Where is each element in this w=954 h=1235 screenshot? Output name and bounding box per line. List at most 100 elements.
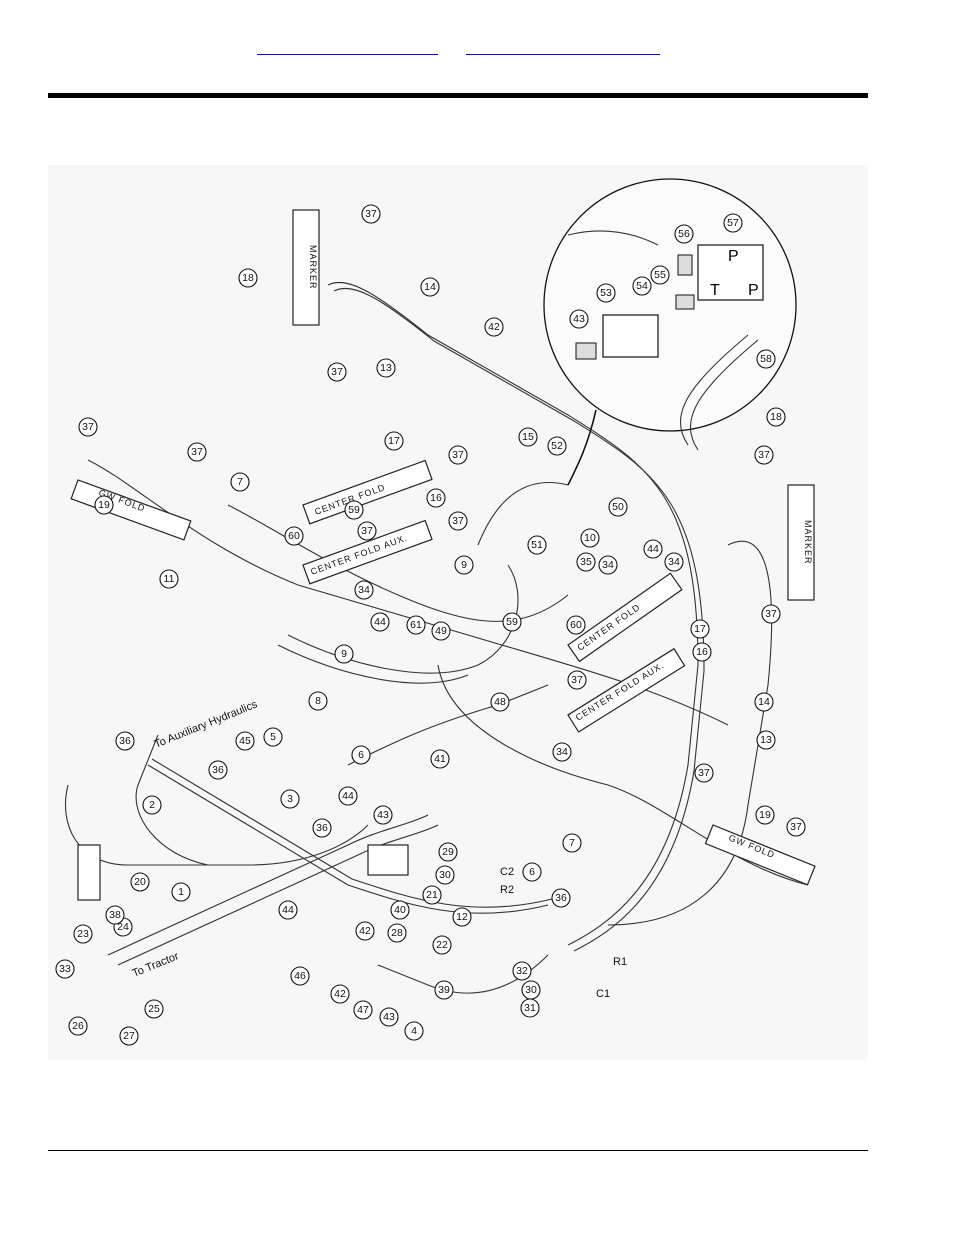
callout-30: 30 bbox=[435, 865, 455, 885]
callout-30b: 30 bbox=[521, 980, 541, 1000]
svg-text:43: 43 bbox=[383, 1011, 395, 1023]
callout-45: 45 bbox=[235, 731, 255, 751]
footer-rule bbox=[48, 1150, 868, 1151]
svg-text:17: 17 bbox=[388, 435, 400, 447]
svg-text:16: 16 bbox=[696, 646, 708, 658]
callout-13b: 13 bbox=[756, 730, 776, 750]
callout-57: 57 bbox=[723, 213, 743, 233]
svg-text:37: 37 bbox=[452, 515, 464, 527]
svg-text:46: 46 bbox=[294, 970, 306, 982]
callout-8: 8 bbox=[308, 691, 328, 711]
callout-44b: 44 bbox=[643, 539, 663, 559]
callout-1: 1 bbox=[171, 882, 191, 902]
svg-text:42: 42 bbox=[359, 925, 371, 937]
svg-text:37: 37 bbox=[82, 421, 94, 433]
svg-text:37: 37 bbox=[331, 366, 343, 378]
svg-text:39: 39 bbox=[438, 984, 450, 996]
svg-text:13: 13 bbox=[380, 362, 392, 374]
callout-19: 19 bbox=[94, 495, 114, 515]
callout-36: 36 bbox=[115, 731, 135, 751]
callout-37h: 37 bbox=[754, 445, 774, 465]
svg-text:20: 20 bbox=[134, 876, 146, 888]
callout-44: 44 bbox=[370, 612, 390, 632]
callout-54: 54 bbox=[632, 276, 652, 296]
svg-text:13: 13 bbox=[760, 734, 772, 746]
callout-7b: 7 bbox=[562, 833, 582, 853]
svg-text:14: 14 bbox=[758, 696, 770, 708]
svg-text:44: 44 bbox=[282, 904, 294, 916]
svg-text:19: 19 bbox=[759, 809, 771, 821]
callout-37c: 37 bbox=[78, 417, 98, 437]
callout-37e: 37 bbox=[448, 445, 468, 465]
callout-27: 27 bbox=[119, 1026, 139, 1046]
callout-20: 20 bbox=[130, 872, 150, 892]
svg-text:18: 18 bbox=[242, 272, 254, 284]
callout-37f: 37 bbox=[448, 511, 468, 531]
callout-47: 47 bbox=[353, 1000, 373, 1020]
label-c1: C1 bbox=[596, 988, 610, 1000]
callout-55: 55 bbox=[650, 265, 670, 285]
svg-text:47: 47 bbox=[357, 1004, 369, 1016]
callout-35: 35 bbox=[576, 552, 596, 572]
svg-text:33: 33 bbox=[59, 963, 71, 975]
callout-61: 61 bbox=[406, 615, 426, 635]
detail-inset: P T P bbox=[543, 178, 797, 451]
callout-52: 52 bbox=[547, 436, 567, 456]
header-link-2[interactable] bbox=[466, 40, 660, 55]
callout-51: 51 bbox=[527, 535, 547, 555]
callout-49: 49 bbox=[431, 621, 451, 641]
callout-11: 11 bbox=[159, 569, 179, 589]
callout-33: 33 bbox=[55, 959, 75, 979]
svg-text:8: 8 bbox=[315, 695, 321, 707]
callout-43-inset: 43 bbox=[569, 309, 589, 329]
svg-text:34: 34 bbox=[556, 746, 568, 758]
callout-6: 6 bbox=[351, 745, 371, 765]
detail-pointer bbox=[567, 409, 597, 486]
callout-41: 41 bbox=[430, 749, 450, 769]
callout-43: 43 bbox=[373, 805, 393, 825]
callout-23: 23 bbox=[73, 924, 93, 944]
callout-14: 14 bbox=[420, 277, 440, 297]
svg-text:43: 43 bbox=[377, 809, 389, 821]
svg-text:52: 52 bbox=[551, 440, 563, 452]
to-tractor-label: To Tractor bbox=[131, 950, 181, 980]
svg-text:36: 36 bbox=[555, 892, 567, 904]
svg-text:59: 59 bbox=[506, 616, 518, 628]
valve-port-p1: P bbox=[728, 248, 739, 265]
callout-5: 5 bbox=[263, 727, 283, 747]
lower-lift-cylinder bbox=[77, 844, 101, 901]
callout-42: 42 bbox=[484, 317, 504, 337]
callout-9b: 9 bbox=[334, 644, 354, 664]
svg-text:15: 15 bbox=[522, 431, 534, 443]
callout-37b: 37 bbox=[327, 362, 347, 382]
svg-text:61: 61 bbox=[410, 619, 422, 631]
header-link-1[interactable] bbox=[257, 40, 438, 55]
svg-text:37: 37 bbox=[452, 449, 464, 461]
svg-text:6: 6 bbox=[529, 866, 535, 878]
svg-text:37: 37 bbox=[191, 446, 203, 458]
svg-text:4: 4 bbox=[411, 1025, 417, 1037]
callout-34: 34 bbox=[354, 580, 374, 600]
hydraulic-parts-diagram: P T P MARKER MARKER GW FOLD GW FOLD CENT… bbox=[48, 165, 868, 1060]
callout-36c: 36 bbox=[312, 818, 332, 838]
svg-text:40: 40 bbox=[394, 904, 406, 916]
valve-port-p2: P bbox=[748, 282, 759, 299]
svg-text:57: 57 bbox=[727, 217, 739, 229]
callout-39: 39 bbox=[434, 980, 454, 1000]
marker-cylinder-left: MARKER bbox=[292, 209, 320, 326]
svg-text:49: 49 bbox=[435, 625, 447, 637]
callout-37i: 37 bbox=[761, 604, 781, 624]
callout-37j: 37 bbox=[567, 670, 587, 690]
svg-text:36: 36 bbox=[212, 764, 224, 776]
svg-text:32: 32 bbox=[516, 965, 528, 977]
svg-text:21: 21 bbox=[426, 889, 438, 901]
svg-text:1: 1 bbox=[178, 886, 184, 898]
svg-text:44: 44 bbox=[342, 790, 354, 802]
callout-37k: 37 bbox=[694, 763, 714, 783]
svg-text:3: 3 bbox=[287, 793, 293, 805]
svg-text:51: 51 bbox=[531, 539, 543, 551]
callout-16b: 16 bbox=[692, 642, 712, 662]
svg-text:60: 60 bbox=[288, 530, 300, 542]
svg-text:44: 44 bbox=[647, 543, 659, 555]
callout-15: 15 bbox=[518, 427, 538, 447]
